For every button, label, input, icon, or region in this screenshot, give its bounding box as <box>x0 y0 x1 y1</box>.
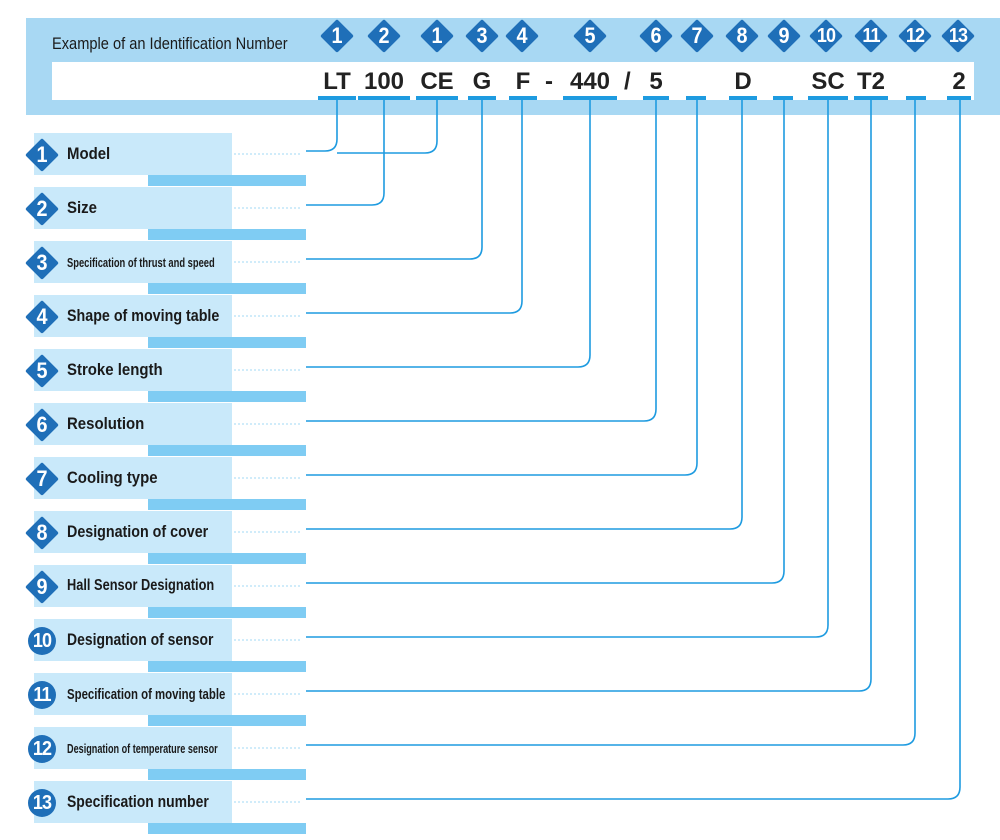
code-segment-table-shape: F <box>515 68 531 95</box>
header-title: Example of an Identification Number <box>52 34 288 53</box>
code-segment-cooling <box>685 68 707 96</box>
segment-underline <box>947 96 971 100</box>
connector-stroke <box>306 100 591 368</box>
segment-underline <box>773 96 793 100</box>
label-box <box>34 295 232 337</box>
code-segment-hall-sensor <box>772 68 794 96</box>
label-row-resolution: 6 Resolution <box>0 403 320 456</box>
code-segment-cover: D <box>734 68 752 95</box>
label-box <box>34 187 232 229</box>
dotted-leader <box>234 531 300 533</box>
dotted-leader <box>234 693 300 695</box>
item-label: Stroke length <box>67 360 163 379</box>
segment-underline <box>318 96 356 100</box>
code-segment-model-2: CE <box>420 68 454 95</box>
label-row-thrust-speed: 3 Specification of thrust and speed <box>0 241 320 294</box>
segment-underline <box>854 96 888 100</box>
dotted-leader <box>234 477 300 479</box>
circle-icon <box>28 681 56 709</box>
label-box <box>34 349 232 391</box>
code-segment-size: 100 <box>363 68 405 95</box>
item-label: Designation of temperature sensor <box>67 741 218 756</box>
dotted-leader <box>234 585 300 587</box>
separator-slash: / <box>624 68 631 95</box>
label-row-table-shape: 4 Shape of moving table <box>0 295 320 348</box>
connector-moving-table <box>306 100 872 692</box>
item-label: Size <box>67 198 97 217</box>
dotted-leader <box>234 315 300 317</box>
circle-icon <box>28 735 56 763</box>
label-row-size: 2 Size <box>0 187 320 240</box>
item-label: Designation of sensor <box>67 630 214 649</box>
dotted-leader <box>234 153 300 155</box>
label-row-stroke: 5 Stroke length <box>0 349 320 402</box>
code-segment-resolution: 5 <box>649 68 663 95</box>
dotted-leader <box>234 423 300 425</box>
label-box <box>34 565 232 607</box>
separator-dash: - <box>545 68 553 95</box>
segment-underline <box>468 96 496 100</box>
segment-underline <box>686 96 706 100</box>
code-segment-model: LT <box>323 68 351 95</box>
segment-underline <box>643 96 669 100</box>
dotted-leader <box>234 639 300 641</box>
code-segment-stroke: 440 <box>569 68 611 95</box>
label-row-hall-sensor: 9 Hall Sensor Designation <box>0 565 320 618</box>
item-label: Shape of moving table <box>67 306 220 325</box>
dotted-leader <box>234 261 300 263</box>
dotted-leader <box>234 369 300 371</box>
segment-underline <box>416 96 458 100</box>
connector-thrust <box>306 100 483 260</box>
label-row-cover: 8 Designation of cover <box>0 511 320 564</box>
code-segment-spec-number: 2 <box>952 68 966 95</box>
segment-underline <box>729 96 757 100</box>
label-row-temp-sensor: 12 Designation of temperature sensor <box>0 727 320 780</box>
connector-hall-sensor <box>306 100 785 584</box>
code-segment-sensor: SC <box>811 68 845 95</box>
connector-cover <box>306 100 743 530</box>
connector-spec-number <box>306 100 961 800</box>
circle-icon <box>28 627 56 655</box>
segment-underline <box>358 96 410 100</box>
item-label: Hall Sensor Designation <box>67 577 215 594</box>
label-box <box>34 403 232 445</box>
item-label: Specification of thrust and speed <box>67 255 215 270</box>
label-box <box>34 781 232 823</box>
code-segment-thrust: G <box>472 68 492 95</box>
label-box <box>34 619 232 661</box>
connector-cooling <box>306 100 698 476</box>
item-label: Specification number <box>67 792 209 811</box>
connector-resolution <box>306 100 657 422</box>
segment-underline <box>808 96 848 100</box>
segment-underline <box>509 96 537 100</box>
segment-underline <box>906 96 926 100</box>
item-label: Cooling type <box>67 468 158 487</box>
label-box <box>34 727 232 769</box>
label-row-moving-table: 11 Specification of moving table <box>0 673 320 726</box>
label-row-spec-number: 13 Specification number <box>0 781 320 834</box>
connector-sensor <box>306 100 829 638</box>
connector-temp-sensor <box>306 100 916 746</box>
label-box <box>34 241 232 283</box>
circle-icon <box>28 789 56 817</box>
label-box <box>34 457 232 499</box>
dotted-leader <box>234 801 300 803</box>
connector-table-shape <box>306 100 523 314</box>
label-row-sensor: 10 Designation of sensor <box>0 619 320 672</box>
label-box <box>34 511 232 553</box>
item-label: Designation of cover <box>67 522 209 541</box>
item-label: Specification of moving table <box>67 686 226 703</box>
segment-underline <box>563 96 617 100</box>
item-label: Model <box>67 144 111 163</box>
code-field <box>52 62 974 100</box>
item-label: Resolution <box>67 414 145 433</box>
dotted-leader <box>234 747 300 749</box>
code-segment-moving-table: T2 <box>856 68 885 95</box>
label-row-cooling: 7 Cooling type <box>0 457 320 510</box>
dotted-leader <box>234 207 300 209</box>
code-segment-temp-sensor <box>905 68 927 96</box>
label-box <box>34 133 232 175</box>
label-box <box>34 673 232 715</box>
label-row-model: 1 Model <box>0 133 320 186</box>
